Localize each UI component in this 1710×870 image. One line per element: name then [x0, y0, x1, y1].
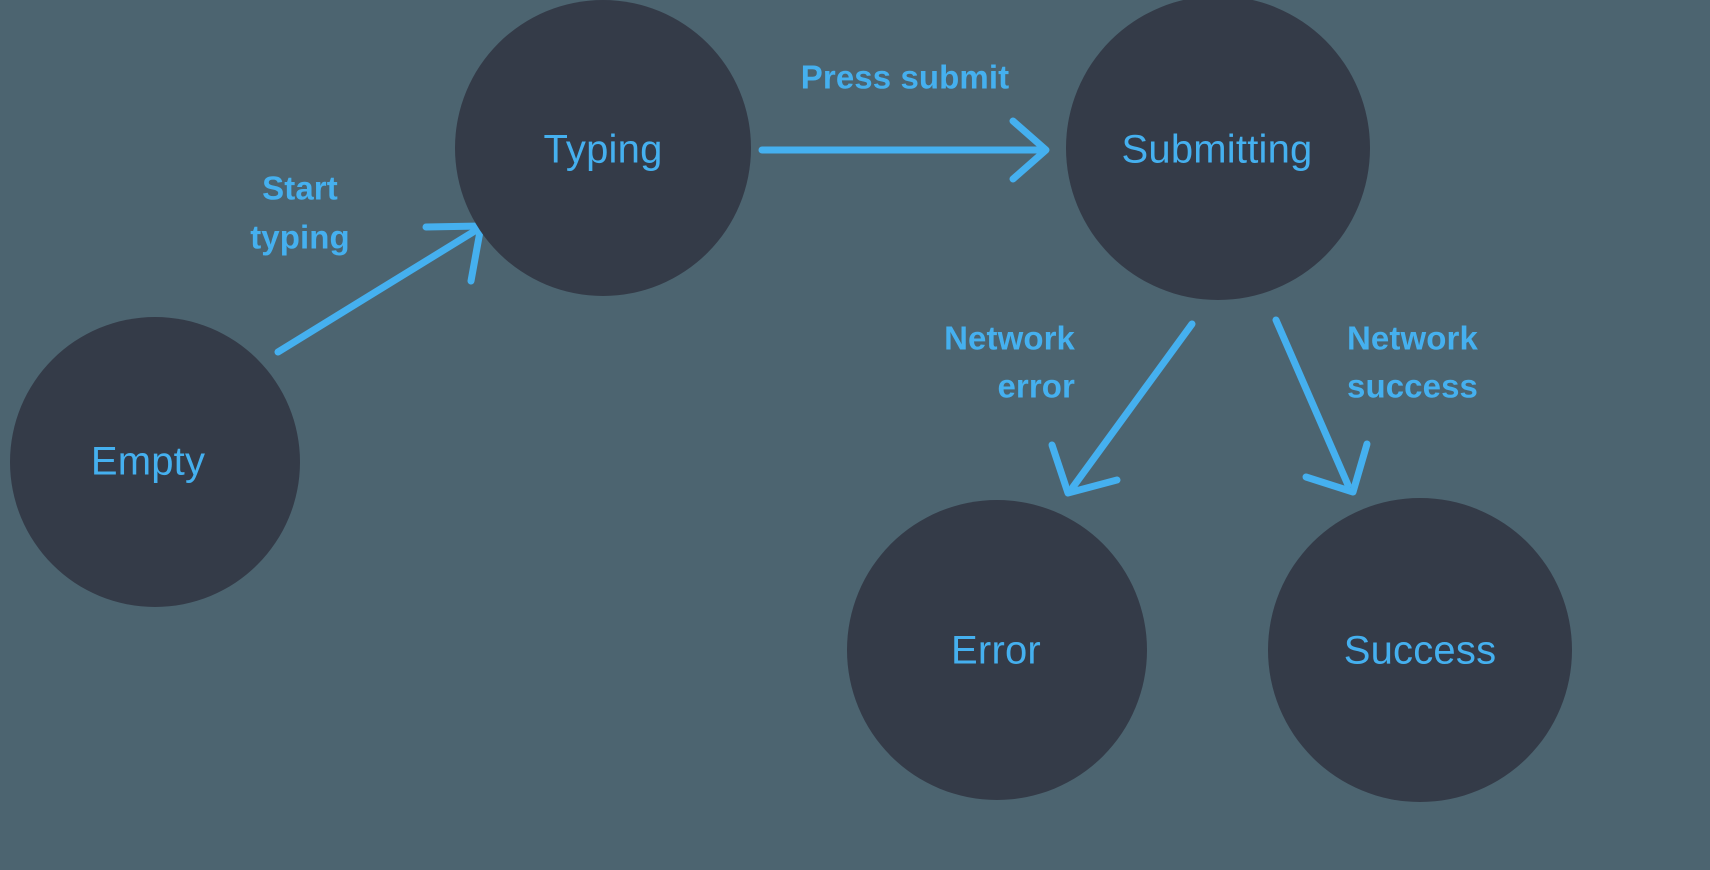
transition-network-error: Network error	[944, 320, 1196, 497]
state-node-submitting-label: Submitting	[1122, 128, 1313, 172]
state-node-typing-circle[interactable]	[455, 0, 751, 296]
state-node-empty[interactable]: Empty	[10, 317, 300, 607]
transition-start-typing-label: Start	[262, 170, 338, 207]
state-node-error[interactable]: Error	[847, 500, 1147, 800]
transition-network-success-arrowhead	[1302, 440, 1371, 496]
transition-network-error-label: Network	[944, 320, 1075, 357]
state-node-submitting[interactable]: Submitting	[1066, 0, 1370, 300]
state-node-success-label: Success	[1344, 629, 1497, 673]
transition-network-success-label: Network	[1347, 320, 1478, 357]
state-node-success-circle[interactable]	[1268, 498, 1572, 802]
transition-network-error-arrowhead	[1048, 441, 1121, 497]
transition-network-success: Network success	[1272, 316, 1478, 496]
transition-network-error-label-line2: error	[997, 368, 1075, 405]
state-node-empty-circle[interactable]	[10, 317, 300, 607]
transition-press-submit-label: Press submit	[801, 59, 1009, 96]
state-node-submitting-circle[interactable]	[1066, 0, 1370, 300]
transition-network-error-line	[1069, 320, 1196, 491]
transition-press-submit-arrowhead	[1009, 117, 1050, 183]
state-node-error-label: Error	[951, 629, 1041, 673]
transition-start-typing-line	[274, 225, 482, 356]
transition-network-success-label-line2: success	[1347, 368, 1478, 405]
transition-start-typing-label-line2: typing	[250, 219, 350, 256]
transition-start-typing: Start typing	[250, 170, 485, 356]
state-node-empty-label: Empty	[91, 440, 205, 484]
state-node-error-circle[interactable]	[847, 500, 1147, 800]
state-node-typing[interactable]: Typing	[455, 0, 751, 296]
transition-press-submit: Press submit	[758, 59, 1050, 183]
transition-network-success-line	[1272, 316, 1352, 489]
state-node-success[interactable]: Success	[1268, 498, 1572, 802]
state-node-typing-label: Typing	[543, 128, 662, 172]
